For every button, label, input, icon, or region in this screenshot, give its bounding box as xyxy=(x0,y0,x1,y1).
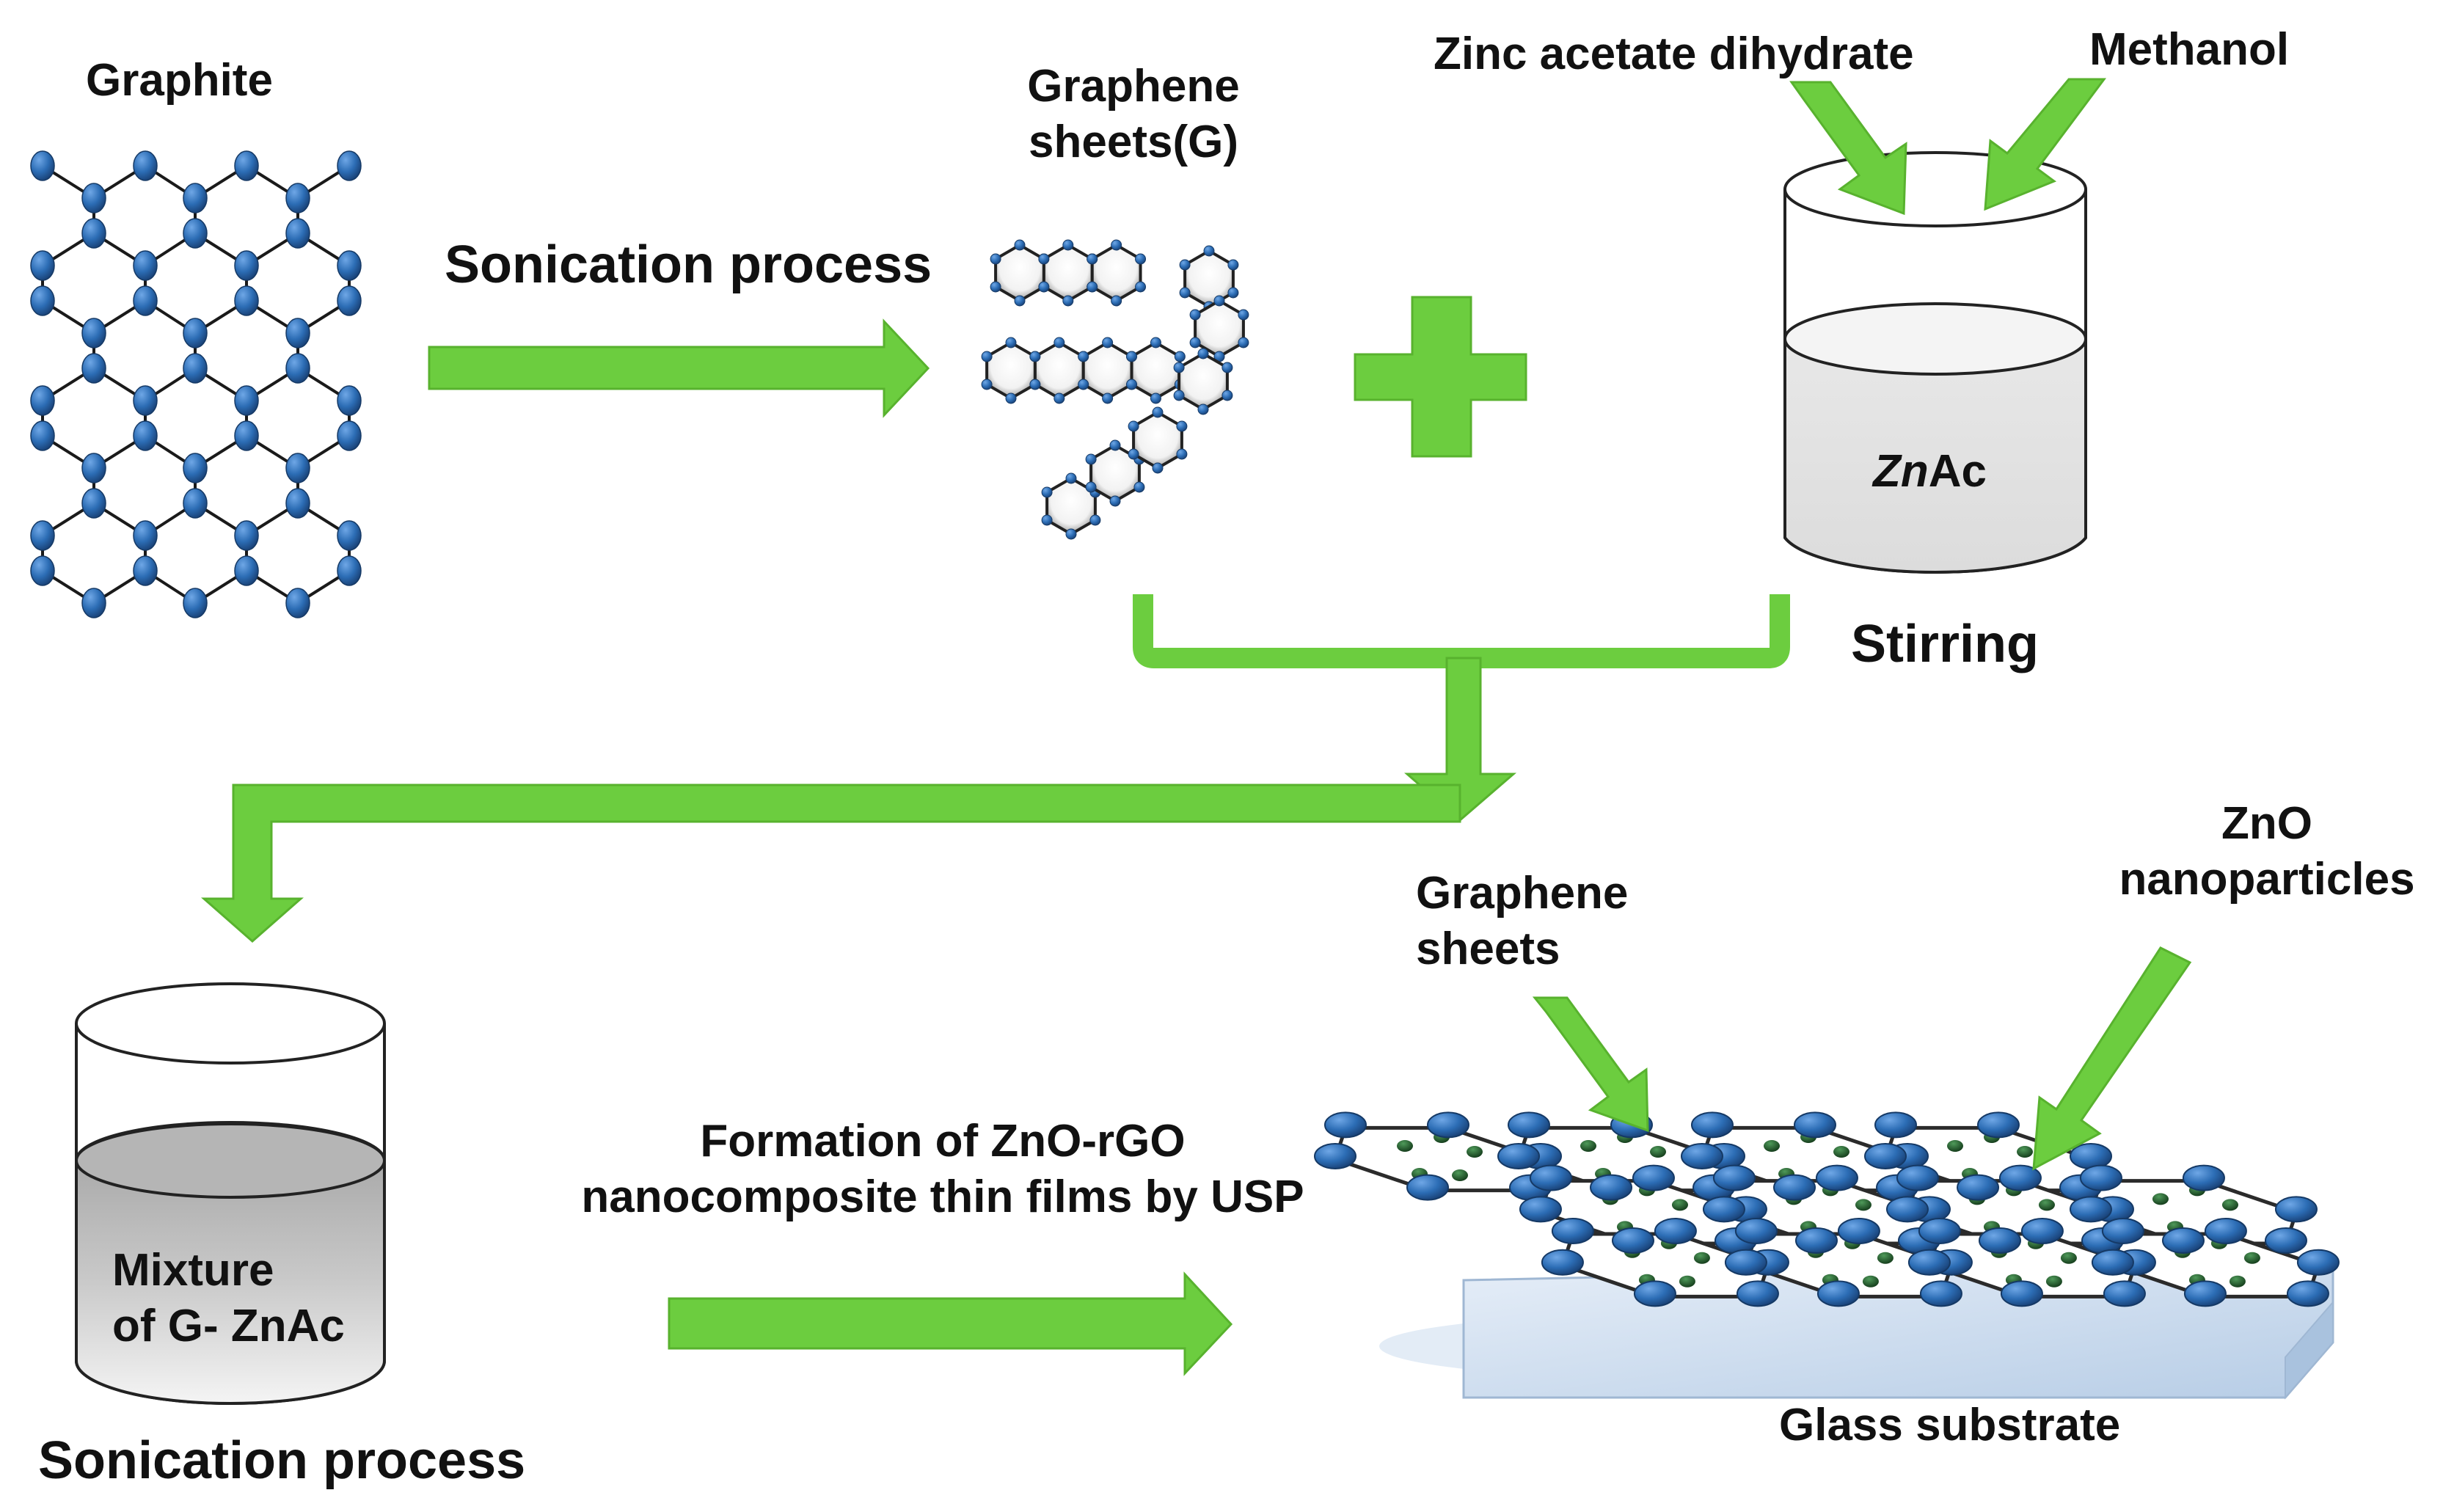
graphene-sheets-g-line1: Graphene xyxy=(1027,61,1240,112)
graphene-sheets-line1: Graphene xyxy=(1416,868,1629,918)
zno-nanoparticles-label: ZnO nanoparticles xyxy=(2106,796,2428,907)
stirring-label: Stirring xyxy=(1851,615,2040,673)
zno-nanoparticles-arrow xyxy=(2032,946,2192,1171)
mixture-line1: Mixture xyxy=(112,1245,274,1296)
glass-substrate-label: Glass substrate xyxy=(1779,1400,2121,1450)
sonication-label-bottom: Sonication process xyxy=(38,1431,526,1490)
formation-line2: nanocomposite thin films by USP xyxy=(581,1171,1304,1222)
graphite-lattice-icon xyxy=(30,150,362,618)
formation-label: Formation of ZnO-rGO nanocomposite thin … xyxy=(558,1114,1328,1224)
zinc-acetate-arrow xyxy=(1789,81,1907,216)
sonication-label-top: Sonication process xyxy=(445,235,932,294)
methanol-label: Methanol xyxy=(2089,24,2290,75)
znac-label-ac: Ac xyxy=(1928,446,1987,497)
graphene-sheets-g-line2: sheets(G) xyxy=(1029,116,1238,167)
graphene-sheets-line2: sheets xyxy=(1416,923,1560,974)
formation-arrow xyxy=(668,1271,1233,1376)
graphene-sheets-arrow xyxy=(1532,996,1649,1133)
beaker-icon xyxy=(1783,151,2087,574)
graphene-sheets-g-label: Graphene sheets(G) xyxy=(1012,59,1255,169)
mixture-label: Mixture of G- ZnAc xyxy=(112,1243,345,1354)
sonication-arrow xyxy=(428,318,930,418)
zinc-acetate-label: Zinc acetate dihydrate xyxy=(1434,29,1914,79)
merge-bracket xyxy=(1133,594,1790,668)
methanol-arrow xyxy=(1984,78,2106,211)
beaker-icon xyxy=(75,982,386,1405)
znac-label-zn: Zn xyxy=(1873,446,1929,497)
mixture-line2: of G- ZnAc xyxy=(112,1300,345,1351)
return-arrow xyxy=(201,784,1461,943)
graphene-sheets-icon xyxy=(981,239,1249,540)
graphite-label: Graphite xyxy=(86,55,273,106)
graphene-sheets-label: Graphene sheets xyxy=(1416,866,1628,976)
znac-label: ZnAc xyxy=(1873,444,1987,500)
formation-line1: Formation of ZnO-rGO xyxy=(700,1116,1186,1166)
plus-icon xyxy=(1354,296,1527,458)
zno-line1: ZnO xyxy=(2221,798,2312,849)
zno-rgo-film-icon xyxy=(1314,1111,2340,1400)
zno-line2: nanoparticles xyxy=(2119,853,2415,905)
merge-arrow xyxy=(1404,657,1517,822)
